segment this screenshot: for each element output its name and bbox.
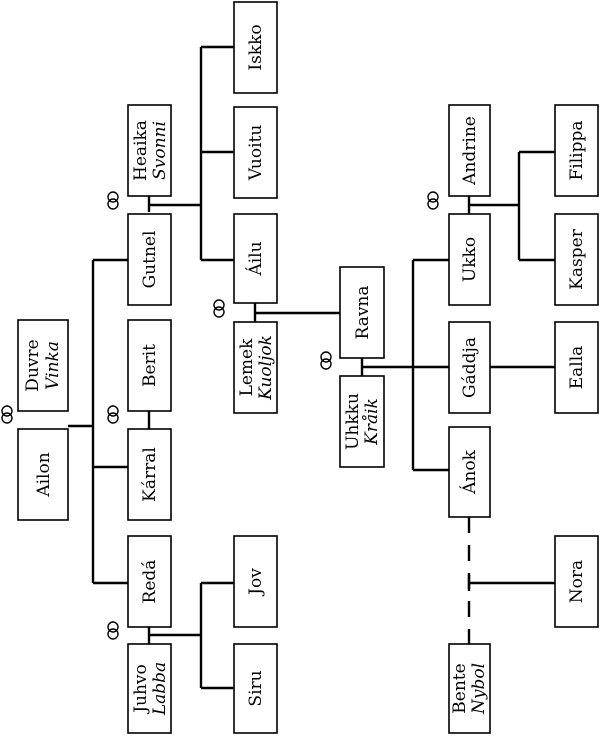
person-andrine: Andrine	[448, 104, 491, 197]
person-andrine-name: Andrine	[460, 116, 480, 186]
person-lemek-kuoljok: Lemek Kuoljok	[233, 321, 278, 414]
person-juhvo-name: Juhvo	[131, 664, 151, 715]
person-ealla: Ealla	[554, 321, 599, 414]
person-ravna-name: Ravna	[353, 285, 373, 339]
connectors	[68, 45, 555, 690]
person-ukko-name: Ukko	[460, 237, 480, 282]
person-duvre-vinka: Duvre Vinka	[17, 319, 69, 412]
person-reda-name: Redá	[140, 560, 160, 604]
ring-icon-ukko-andrine	[427, 191, 439, 210]
person-jov-name: Jov	[246, 568, 266, 597]
marriage-rings	[1, 191, 439, 640]
person-lemek-name: Lemek	[237, 338, 257, 397]
person-ukko: Ukko	[448, 213, 491, 306]
ring-icon-ravna-uhkku	[320, 351, 332, 370]
ring-icon-karral-berit	[107, 405, 119, 424]
person-ailu-name: Áilu	[245, 241, 266, 276]
person-filippa-name: Filippa	[567, 120, 587, 180]
person-ailon: Ailon	[17, 428, 69, 521]
person-gaddja-name: Gáddja	[460, 337, 480, 398]
person-gaddja: Gáddja	[448, 321, 491, 414]
person-vuoitu-name: Vuoitu	[246, 125, 266, 182]
person-bente-nybol: Bente Nybol	[448, 643, 491, 734]
person-iskko: Iskko	[233, 1, 278, 94]
person-svonni-surname: Svonni	[150, 121, 170, 180]
person-ealla-name: Ealla	[567, 346, 587, 390]
person-berit-name: Berit	[140, 344, 160, 387]
person-heaika-svonni: Heaika Svonni	[127, 104, 172, 197]
ring-icon-gutnel-heaika	[107, 191, 119, 210]
ring-icon-ailu-lemek	[213, 299, 225, 318]
person-berit: Berit	[127, 319, 172, 412]
person-vuoitu: Vuoitu	[233, 106, 278, 199]
person-uhkku-kraik: Uhkku Kråik	[339, 375, 385, 468]
ring-icon-ailon-duvre	[1, 405, 13, 424]
person-reda: Redá	[127, 535, 172, 628]
person-nybol-surname: Nybol	[469, 663, 489, 715]
person-kasper-name: Kasper	[567, 228, 587, 290]
person-vinka-surname: Vinka	[43, 341, 63, 390]
person-duvre-name: Duvre	[23, 339, 43, 391]
person-ravna: Ravna	[339, 266, 385, 359]
person-kraik-surname: Kråik	[362, 398, 382, 446]
person-gutnel: Gutnel	[127, 213, 172, 306]
person-karral-name: Kárral	[140, 447, 160, 502]
person-ailon-name: Ailon	[34, 452, 54, 497]
person-siru-name: Siru	[246, 670, 266, 706]
person-jov: Jov	[233, 535, 278, 628]
person-karral: Kárral	[127, 428, 172, 521]
person-iskko-name: Iskko	[246, 24, 266, 70]
person-nora: Nora	[554, 535, 599, 628]
person-siru: Siru	[233, 643, 278, 734]
person-filippa: Filippa	[554, 104, 599, 197]
person-kuoljok-surname: Kuoljok	[256, 335, 276, 401]
person-gutnel-name: Gutnel	[140, 231, 160, 289]
person-heaika-name: Heaika	[131, 120, 151, 181]
person-bente-name: Bente	[450, 663, 470, 713]
person-anok: Ánok	[448, 426, 491, 518]
person-nora-name: Nora	[567, 560, 587, 603]
person-ailu: Áilu	[233, 213, 278, 304]
person-labba-surname: Labba	[150, 662, 170, 716]
person-uhkku-name: Uhkku	[343, 393, 363, 450]
person-juhvo-labba: Juhvo Labba	[127, 643, 172, 734]
ring-icon-reda-juhvo	[107, 621, 119, 640]
person-anok-name: Ánok	[459, 449, 480, 494]
person-kasper: Kasper	[554, 213, 599, 306]
